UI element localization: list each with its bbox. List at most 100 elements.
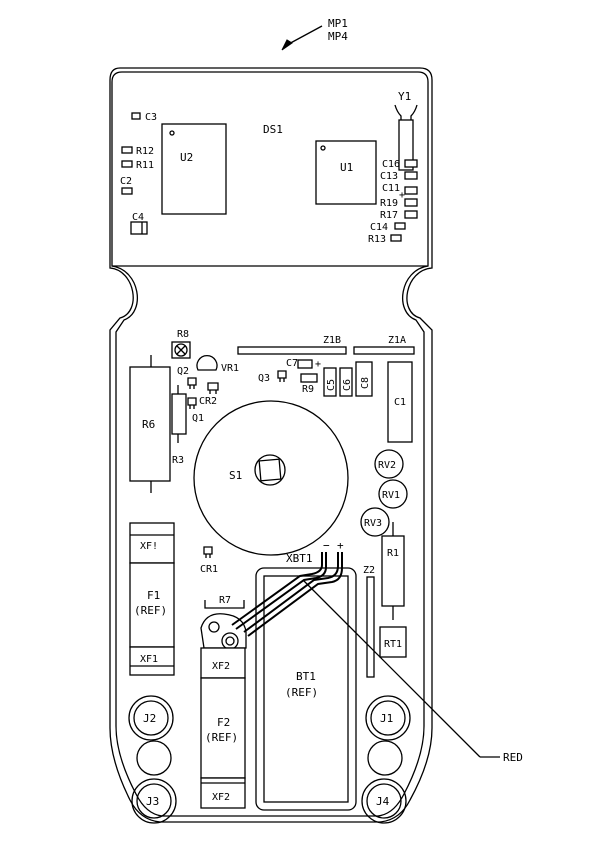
z2-part (366, 576, 375, 678)
plus-sign: + (337, 539, 344, 552)
u2-chip (161, 123, 227, 215)
c6-label: C6 (342, 379, 353, 391)
j2-label: J2 (143, 712, 156, 725)
r1-part (381, 535, 405, 607)
j1-jack-outer (365, 695, 411, 741)
battery-wire-2 (235, 552, 327, 630)
r6-part (129, 366, 171, 482)
y1-label: Y1 (398, 90, 411, 103)
f1-ref-label: (REF) (134, 604, 167, 617)
z1b-label: Z1B (323, 335, 341, 346)
r11-part (121, 160, 133, 168)
c8-label: C8 (360, 377, 371, 389)
q2-label: Q2 (177, 366, 189, 377)
red-leader (302, 579, 481, 758)
j4-jack-outer (361, 778, 407, 824)
r12-part (121, 146, 133, 154)
r9-label: R9 (302, 384, 314, 395)
r11-label: R11 (136, 160, 154, 171)
r19-part (404, 198, 418, 207)
board-inner-outline (111, 71, 429, 817)
cr1-label: CR1 (200, 564, 218, 575)
c11-plus: + (399, 190, 405, 201)
q3-part (277, 370, 287, 382)
r7-label: R7 (219, 595, 231, 606)
c16-label: C16 (382, 159, 400, 170)
r7-part (204, 600, 245, 609)
c11-part (404, 186, 418, 195)
rv1-part (378, 479, 408, 509)
battery-wire-3 (243, 552, 339, 633)
c8-part (355, 361, 373, 397)
xf-top-clip (129, 522, 175, 564)
s1-label: S1 (229, 469, 242, 482)
r8-pot (174, 343, 188, 357)
j1-label: J1 (380, 712, 393, 725)
xf1-clip (129, 646, 175, 676)
xf2-bracket (200, 613, 247, 649)
j2-jack-inner (133, 700, 169, 736)
c3-part (131, 112, 141, 120)
c1-label: C1 (394, 397, 406, 408)
r13-label: R13 (368, 234, 386, 245)
c4-part (130, 221, 148, 235)
vr1-label: VR1 (221, 363, 239, 374)
j4-jack-inner (366, 783, 402, 819)
mp-arrow-icon (281, 39, 293, 51)
rt1-label: RT1 (384, 639, 402, 650)
rv1-label: RV1 (382, 490, 400, 501)
rv2-part (374, 449, 404, 479)
r6-label: R6 (142, 418, 155, 431)
c4-label: C4 (132, 212, 144, 223)
rv2-label: RV2 (378, 460, 396, 471)
u1-chip (315, 140, 377, 205)
c16-part (404, 159, 418, 168)
c13-label: C13 (380, 171, 398, 182)
q1-part (187, 397, 197, 409)
u1-pin1-dot (320, 145, 326, 151)
c13-part (404, 171, 418, 180)
r9-part (300, 373, 318, 383)
xf2-screw-inner (225, 636, 235, 646)
r8-pot-mark (176, 345, 186, 355)
right-jack-spacer (367, 740, 403, 776)
xf2-screw-outer (221, 632, 239, 650)
xbt1-label: XBT1 (286, 552, 313, 565)
r17-label: R17 (380, 210, 398, 221)
c7-label: C7 (286, 358, 298, 369)
j1-jack-inner (370, 700, 406, 736)
xf2-top-label: XF2 (212, 661, 230, 672)
bt1-holder (255, 567, 357, 811)
c5-part (323, 367, 337, 397)
rv3-label: RV3 (364, 518, 382, 529)
red-label: RED (503, 751, 523, 764)
r19-label: R19 (380, 198, 398, 209)
bt1-label: BT1 (296, 670, 316, 683)
rt1-part (379, 626, 407, 658)
f2-fuse (200, 677, 246, 779)
c6-part (339, 367, 353, 397)
ds1-label: DS1 (263, 123, 283, 136)
j3-jack-outer (131, 778, 177, 824)
r17-part (404, 210, 418, 219)
cr1-part (203, 546, 213, 558)
y1-body (398, 119, 414, 171)
j4-label: J4 (376, 795, 390, 808)
bt1-ref-label: (REF) (285, 686, 318, 699)
c14-part (394, 222, 406, 230)
r3-part (171, 393, 187, 435)
j2-jack-outer (128, 695, 174, 741)
r12-label: R12 (136, 146, 154, 157)
u2-label: U2 (180, 151, 193, 164)
xf2-tab (208, 621, 220, 633)
j3-label: J3 (146, 795, 159, 808)
xf1-label: XF1 (140, 654, 158, 665)
c5-label: C5 (326, 379, 337, 391)
r3-label: R3 (172, 455, 184, 466)
board-outline (109, 67, 433, 823)
c2-part (121, 187, 133, 195)
z2-label: Z2 (363, 565, 375, 576)
c14-label: C14 (370, 222, 388, 233)
z1a-label: Z1A (388, 335, 406, 346)
